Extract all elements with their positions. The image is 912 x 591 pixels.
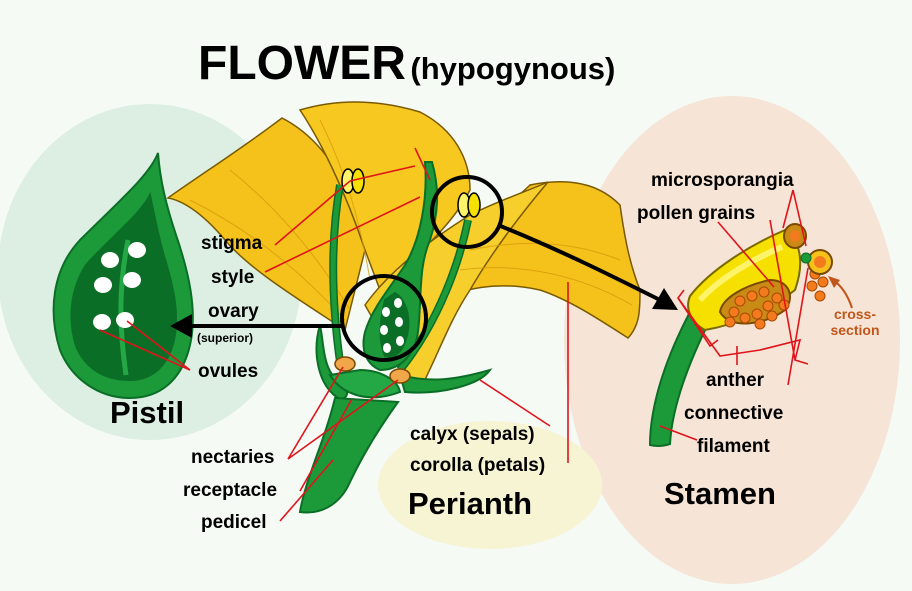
sepal-right bbox=[398, 368, 493, 394]
title-main: FLOWER bbox=[198, 37, 406, 90]
label-corolla: corolla (petals) bbox=[410, 455, 546, 476]
label-receptacle: receptacle bbox=[183, 480, 278, 501]
label-microsporangia: microsporangia bbox=[651, 170, 794, 191]
flower-ovules bbox=[380, 298, 404, 353]
pistil-detail bbox=[52, 152, 194, 400]
pollen-grains bbox=[724, 268, 829, 330]
label-connective: connective bbox=[684, 403, 784, 424]
cross-section-text: cross- section bbox=[830, 306, 880, 339]
ovary-zoom-circle bbox=[340, 274, 428, 362]
page-title: FLOWER (hypogynous) bbox=[198, 40, 615, 88]
label-nectaries: nectaries bbox=[191, 447, 275, 468]
label-calyx: calyx (sepals) bbox=[410, 424, 535, 445]
perianth-background bbox=[378, 421, 602, 549]
stamen-background bbox=[564, 96, 900, 584]
label-filament: filament bbox=[697, 436, 770, 457]
pistil-ovules bbox=[93, 242, 146, 330]
nectary-right bbox=[389, 368, 411, 384]
stamen-filament bbox=[648, 310, 712, 448]
label-stamen: Stamen bbox=[664, 476, 776, 511]
nectary-left bbox=[334, 356, 356, 372]
label-superior: (superior) bbox=[197, 331, 254, 345]
label-stigma: stigma bbox=[201, 233, 263, 254]
leader-lines bbox=[99, 147, 809, 522]
microsporangia-detail bbox=[783, 223, 833, 275]
label-pollen-grains: pollen grains bbox=[637, 203, 756, 224]
anther-zoom-circle bbox=[430, 175, 504, 249]
label-perianth: Perianth bbox=[408, 486, 533, 521]
label-anther: anther bbox=[706, 370, 765, 391]
label-pistil: Pistil bbox=[110, 395, 185, 430]
label-style: style bbox=[211, 267, 255, 288]
pedicel bbox=[298, 396, 400, 514]
anther-bracket bbox=[677, 297, 802, 361]
flower-stamens bbox=[329, 168, 481, 373]
title-sub: (hypogynous) bbox=[410, 51, 616, 86]
label-ovules: ovules bbox=[198, 361, 259, 382]
label-ovary: ovary bbox=[208, 301, 259, 322]
label-pedicel: pedicel bbox=[201, 512, 267, 533]
label-cross-section: cross- section bbox=[819, 306, 891, 338]
cross-section-arrow bbox=[828, 276, 853, 309]
sepal-left bbox=[315, 324, 348, 400]
pointer-arrows bbox=[170, 223, 678, 338]
